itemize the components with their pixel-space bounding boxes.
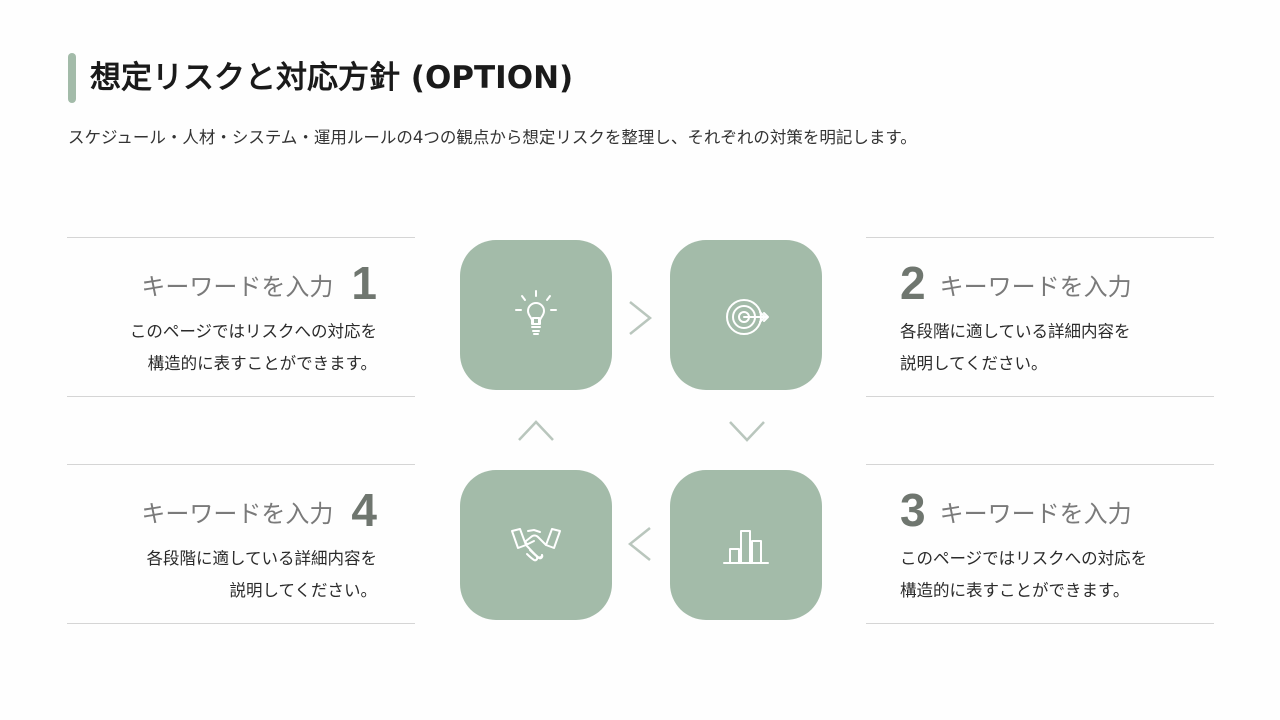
step-card-3: 3 キーワードを入力 このページではリスクへの対応を 構造的に表すことができます… [866, 464, 1214, 624]
step-card-1-header: キーワードを入力 1 [141, 254, 377, 308]
title-accent-bar [68, 53, 76, 103]
handshake-icon [511, 528, 561, 562]
chevron-down-icon [728, 418, 766, 444]
page-subtitle: スケジュール・人材・システム・運用ルールの4つの観点から想定リスクを整理し、それ… [68, 128, 917, 147]
step-card-4-header: キーワードを入力 4 [141, 481, 377, 535]
tile-step-4 [460, 470, 612, 620]
step-card-4-line-1: 各段階に適している詳細内容を [146, 549, 377, 568]
step-card-3-header: 3 キーワードを入力 [900, 481, 1132, 535]
tile-step-1 [460, 240, 612, 390]
tile-step-2 [670, 240, 822, 390]
step-card-2-description: 各段階に適している詳細内容を 説明してください。 [900, 316, 1131, 380]
step-card-4-description: 各段階に適している詳細内容を 説明してください。 [146, 543, 377, 607]
step-card-3-line-1: このページではリスクへの対応を [900, 549, 1148, 568]
step-card-3-line-2: 構造的に表すことができます。 [900, 581, 1130, 600]
step-card-1-number: 1 [351, 257, 377, 309]
step-card-1: キーワードを入力 1 このページではリスクへの対応を 構造的に表すことができます… [67, 237, 415, 397]
tile-step-3 [670, 470, 822, 620]
step-card-4: キーワードを入力 4 各段階に適している詳細内容を 説明してください。 [67, 464, 415, 624]
step-card-4-line-2: 説明してください。 [229, 581, 377, 600]
step-card-2-header: 2 キーワードを入力 [900, 254, 1132, 308]
step-card-1-line-1: このページではリスクへの対応を [129, 322, 377, 341]
step-card-3-number: 3 [900, 484, 926, 536]
step-card-2-line-1: 各段階に適している詳細内容を [900, 322, 1131, 341]
step-card-3-keyword: キーワードを入力 [939, 500, 1132, 528]
step-card-2-keyword: キーワードを入力 [939, 273, 1132, 301]
chevron-up-icon [517, 418, 555, 444]
lightbulb-icon [515, 290, 557, 335]
step-card-2-line-2: 説明してください。 [900, 354, 1048, 373]
step-card-4-number: 4 [351, 484, 377, 536]
step-card-1-line-2: 構造的に表すことができます。 [147, 354, 377, 373]
chevron-right-icon [626, 300, 654, 336]
page-title: 想定リスクと対応方針 (OPTION) [90, 60, 574, 96]
step-card-4-keyword: キーワードを入力 [141, 500, 334, 528]
step-card-3-description: このページではリスクへの対応を 構造的に表すことができます。 [900, 543, 1147, 607]
step-card-2: 2 キーワードを入力 各段階に適している詳細内容を 説明してください。 [866, 237, 1214, 397]
step-card-1-keyword: キーワードを入力 [141, 273, 334, 301]
bar-chart-icon [723, 530, 769, 564]
step-card-1-description: このページではリスクへの対応を 構造的に表すことができます。 [130, 316, 377, 380]
step-card-2-number: 2 [900, 257, 926, 309]
chevron-left-icon [626, 526, 654, 562]
target-icon [726, 299, 769, 335]
